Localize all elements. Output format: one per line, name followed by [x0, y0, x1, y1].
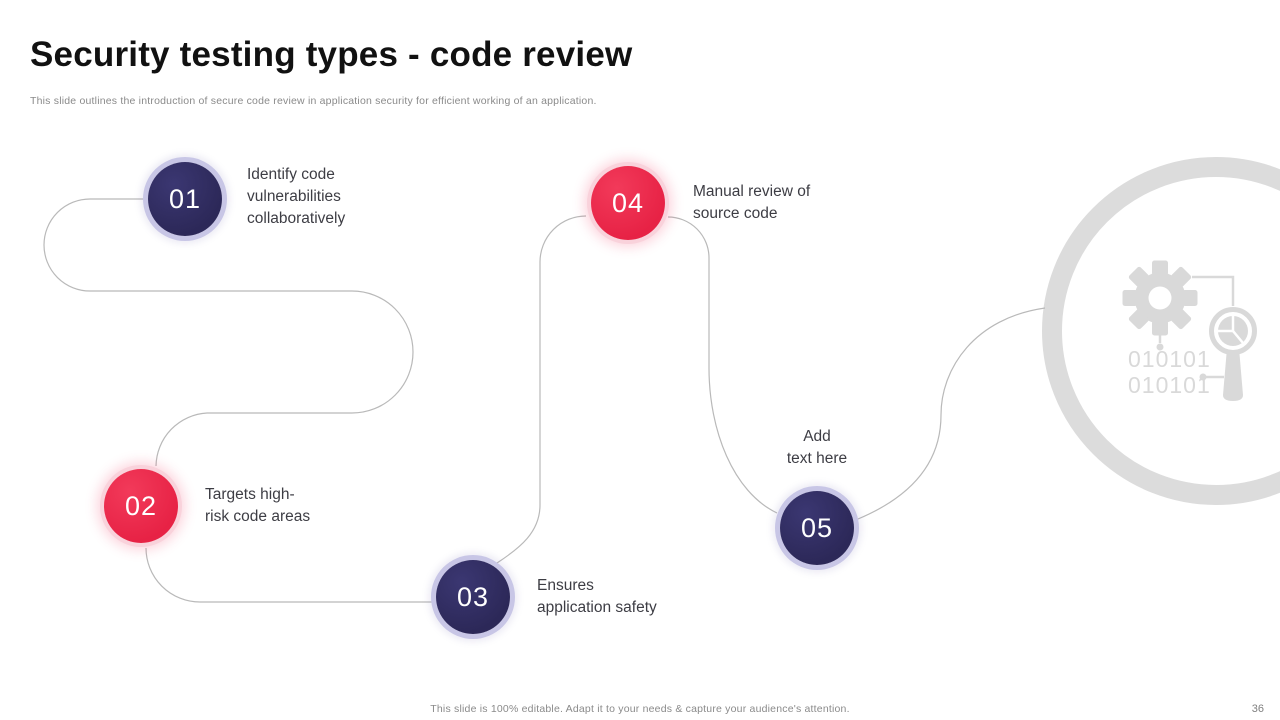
connector-line — [1192, 275, 1235, 306]
step-number: 01 — [168, 183, 202, 214]
step-circle-01: 01 — [148, 162, 222, 236]
page-title: Security testing types - code review — [30, 35, 633, 74]
step-label-05: Add text here — [786, 428, 848, 467]
binary-text: 010101 — [1128, 346, 1211, 372]
page-number: 36 — [1251, 703, 1264, 715]
binary-text: 010101 — [1128, 372, 1211, 398]
step-number: 03 — [456, 581, 490, 612]
step-circle-03: 03 — [436, 560, 510, 634]
step-label-02: Targets high- risk code areas — [205, 486, 311, 525]
magnifier-pie-icon — [1199, 307, 1257, 401]
step-label-01: Identify code vulnerabilities collaborat… — [247, 166, 346, 227]
step-number: 02 — [124, 490, 158, 521]
step-circle-05: 05 — [780, 491, 854, 565]
code-review-watermark: 010101 010101 — [1042, 157, 1280, 505]
step-number: 05 — [800, 512, 834, 543]
step-number: 04 — [611, 187, 645, 218]
slide-footer-note: This slide is 100% editable. Adapt it to… — [430, 703, 850, 715]
step-circle-04: 04 — [591, 166, 665, 240]
step-label-03: Ensures application safety — [537, 577, 657, 616]
gear-icon — [1122, 260, 1198, 351]
step-label-04: Manual review of source code — [693, 183, 811, 222]
step-circle-02: 02 — [104, 469, 178, 543]
slide-subtitle: This slide outlines the introduction of … — [30, 95, 597, 107]
watermark-ring — [1042, 157, 1280, 505]
